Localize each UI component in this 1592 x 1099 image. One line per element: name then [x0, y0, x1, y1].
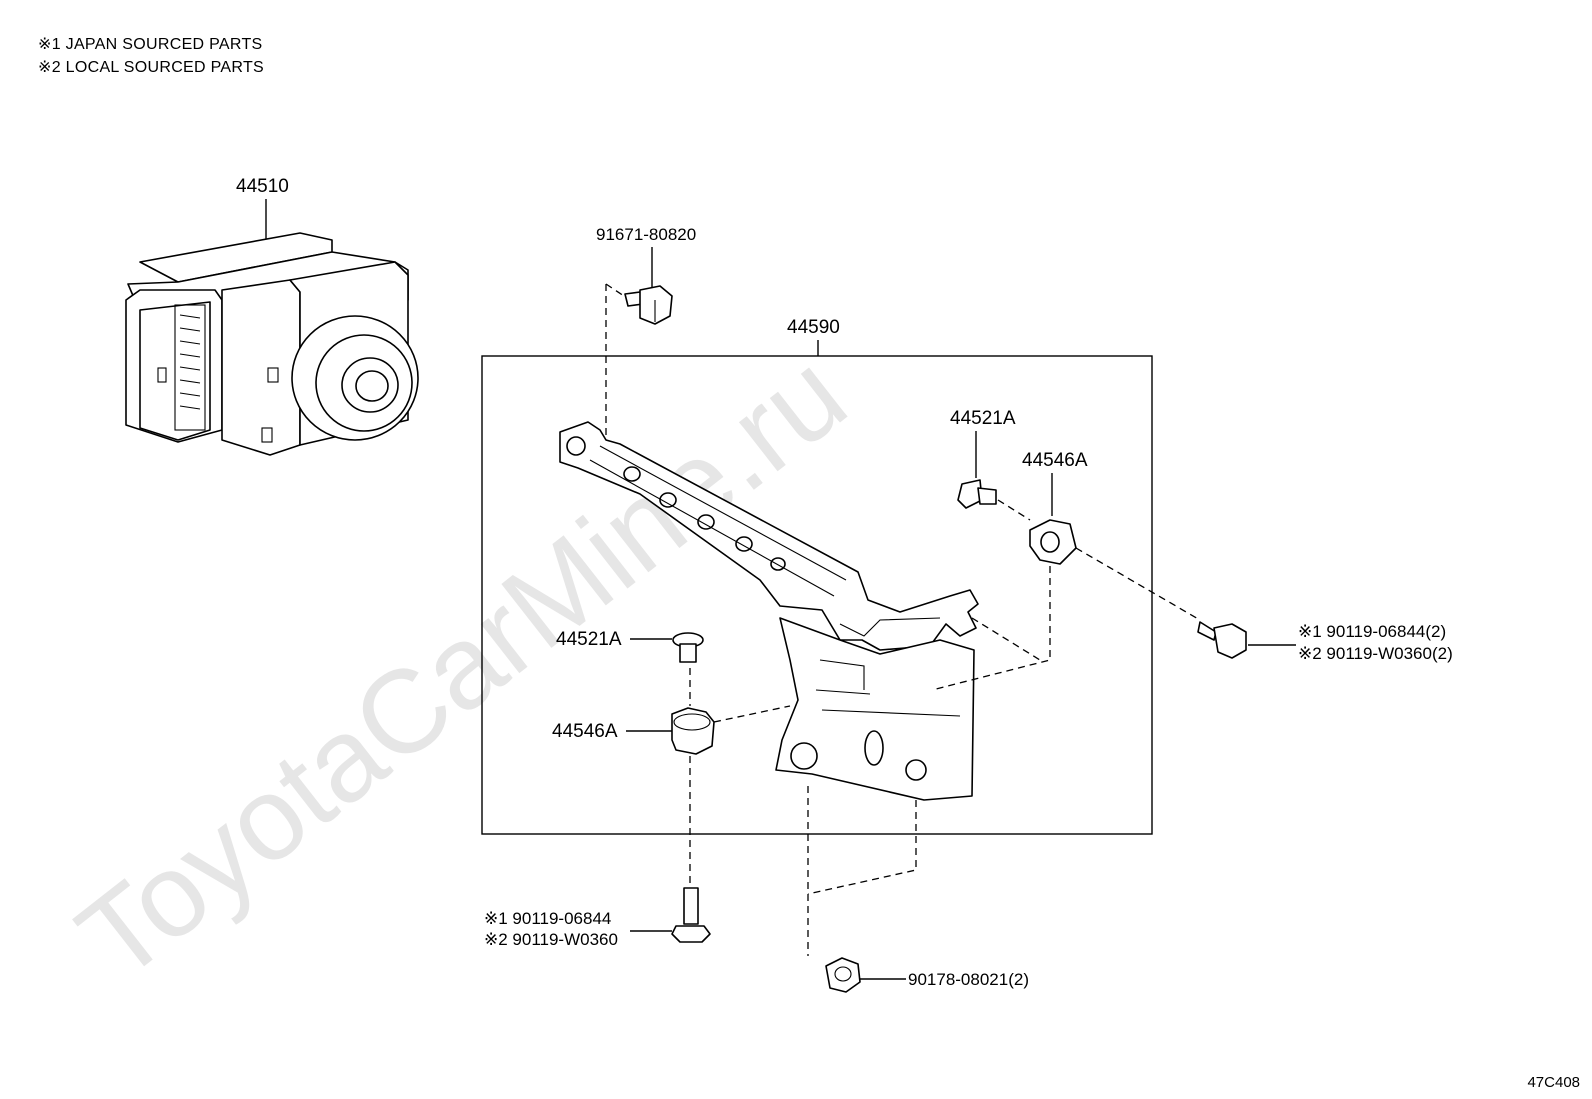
callout-44590: 44590	[787, 317, 840, 338]
callout-44510: 44510	[236, 176, 289, 197]
bolt-bottom-90119[interactable]: ※1 90119-06844 ※2 90119-W0360	[484, 887, 711, 949]
legend-mark: ※1	[38, 36, 61, 53]
callout-44546A-lower: 44546A	[552, 721, 618, 742]
callout-bottom-bolt-2: ※2 90119-W0360	[484, 930, 618, 949]
callout-right-bolt-1: ※1 90119-06844(2)	[1298, 622, 1446, 641]
legend-text: LOCAL SOURCED PARTS	[65, 59, 264, 76]
callout-90178-08021: 90178-08021(2)	[908, 970, 1029, 989]
abs-actuator-part[interactable]: 44510	[125, 176, 419, 456]
bracket-part	[559, 421, 979, 801]
legend: ※1 JAPAN SOURCED PARTS ※2 LOCAL SOURCED …	[38, 33, 264, 79]
bracket-assembly-frame[interactable]: 44590	[481, 317, 1153, 835]
collar-44521A-lower[interactable]: 44521A	[556, 629, 704, 706]
nut-90178-08021[interactable]: 90178-08021(2)	[807, 786, 1029, 993]
callout-44546A-upper: 44546A	[1022, 450, 1088, 471]
cushion-44546A-lower[interactable]: 44546A	[552, 705, 791, 884]
figure-code: 47C408	[1527, 1074, 1580, 1091]
callout-91671-80820: 91671-80820	[596, 225, 696, 244]
callout-bottom-bolt-1: ※1 90119-06844	[484, 909, 611, 928]
callout-44521A-lower: 44521A	[556, 629, 622, 650]
legend-item-local: ※2 LOCAL SOURCED PARTS	[38, 56, 264, 79]
legend-text: JAPAN SOURCED PARTS	[65, 36, 263, 53]
bolt-right-90119[interactable]: ※1 90119-06844(2) ※2 90119-W0360(2)	[1197, 621, 1453, 663]
callout-44521A-upper: 44521A	[950, 408, 1016, 429]
collar-44521A-upper[interactable]: 44521A	[950, 408, 1031, 521]
callout-right-bolt-2: ※2 90119-W0360(2)	[1298, 644, 1453, 663]
cushion-44546A-upper[interactable]: 44546A	[931, 450, 1201, 691]
bolt-91671-80820[interactable]: 91671-80820	[596, 225, 696, 462]
legend-item-japan: ※1 JAPAN SOURCED PARTS	[38, 33, 264, 56]
legend-mark: ※2	[38, 59, 61, 76]
